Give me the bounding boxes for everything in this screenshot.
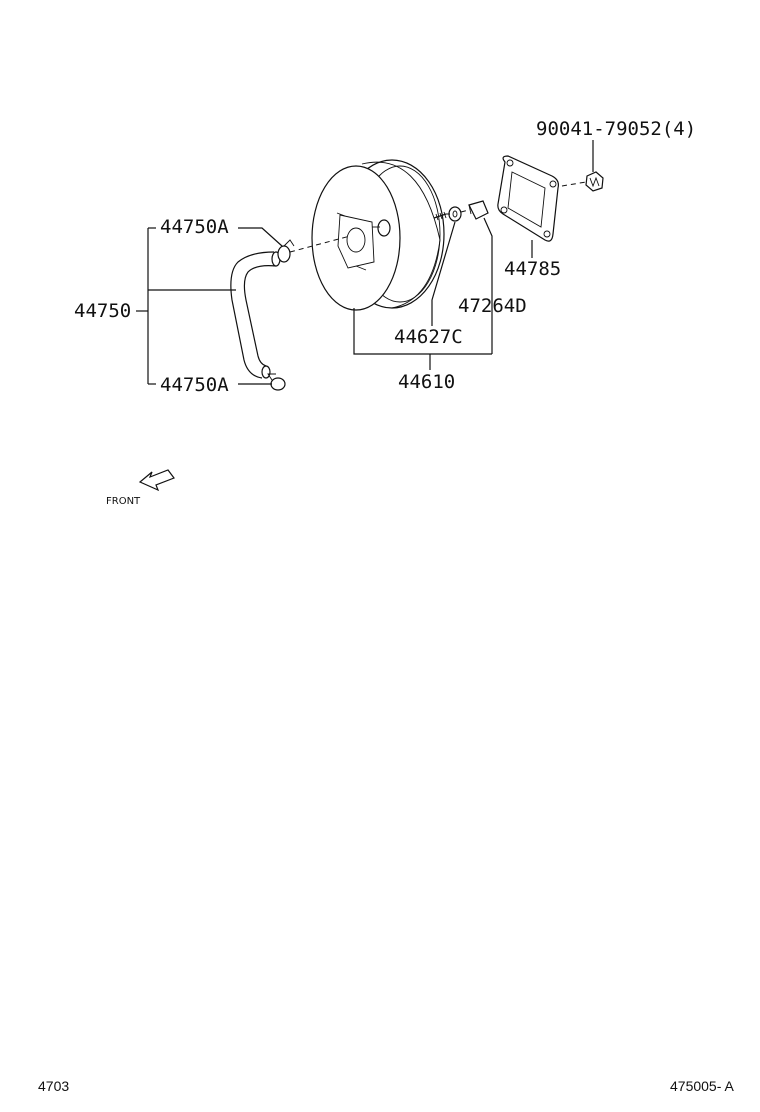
clevis-edge — [468, 204, 472, 215]
bolt-shank — [433, 213, 447, 219]
leader-bolt — [431, 221, 456, 326]
clevis-pin[interactable] — [468, 200, 489, 220]
hose-clamp-lower[interactable] — [267, 373, 286, 391]
label-clamp-upper: 44750A — [160, 216, 229, 238]
brake-booster[interactable] — [311, 159, 445, 311]
label-booster: 44610 — [398, 371, 455, 393]
hose-end-lower — [261, 365, 271, 379]
hose-outer-edge — [230, 251, 275, 379]
nut-mark — [589, 176, 600, 188]
booster-stud-1 — [336, 212, 346, 217]
label-gasket: 44785 — [504, 258, 561, 280]
gasket-hole-1 — [506, 159, 514, 167]
clamp-lower-tab — [267, 373, 276, 381]
clamp-upper-ring — [277, 245, 291, 263]
hose-inner-edge — [243, 265, 277, 367]
clamp-lower-ring — [270, 377, 286, 391]
check-valve — [377, 219, 391, 237]
washer-to-clevis-dash — [460, 209, 470, 213]
footer-right-code: 475005- A — [670, 1078, 734, 1094]
booster-gasket[interactable] — [497, 155, 559, 242]
washer-outer — [448, 206, 462, 222]
gasket-hole-3 — [543, 230, 551, 238]
gasket-inner — [507, 171, 546, 228]
booster-center-hole — [346, 227, 366, 253]
hose-to-booster-dash — [289, 235, 351, 253]
footer-left-code: 4703 — [38, 1078, 69, 1094]
bracket-booster — [353, 308, 492, 355]
mounting-nut[interactable] — [585, 171, 604, 192]
label-clevis-pin: 47264D — [458, 295, 527, 317]
front-arrow-label: FRONT — [106, 496, 141, 507]
vacuum-hose[interactable] — [230, 251, 281, 379]
label-clamp-lower: 44750A — [160, 374, 229, 396]
booster-flange-plate — [337, 214, 375, 269]
booster-stud-2 — [355, 265, 367, 271]
clevis-body — [468, 200, 489, 220]
washer[interactable] — [448, 206, 462, 222]
gasket-hole-4 — [500, 206, 508, 214]
booster-front-face — [311, 165, 401, 311]
label-bolt: 44627C — [394, 326, 463, 348]
label-hose-assy: 44750 — [74, 300, 131, 322]
washer-inner — [452, 210, 458, 218]
hose-clamp-upper[interactable] — [277, 239, 295, 263]
push-rod-bolt[interactable] — [433, 211, 447, 221]
gasket-outer — [497, 155, 559, 242]
label-nut: 90041-79052(4) — [536, 118, 696, 140]
front-arrow-icon — [138, 469, 175, 492]
front-direction-arrow: FRONT — [106, 469, 175, 507]
gasket-to-nut-dash — [561, 181, 587, 187]
bolt-thread — [435, 211, 447, 221]
gasket-hole-2 — [549, 180, 557, 188]
leader-clevis — [483, 217, 493, 354]
clamp-upper-tab — [283, 239, 295, 247]
leader-clamp-upper — [238, 227, 283, 247]
